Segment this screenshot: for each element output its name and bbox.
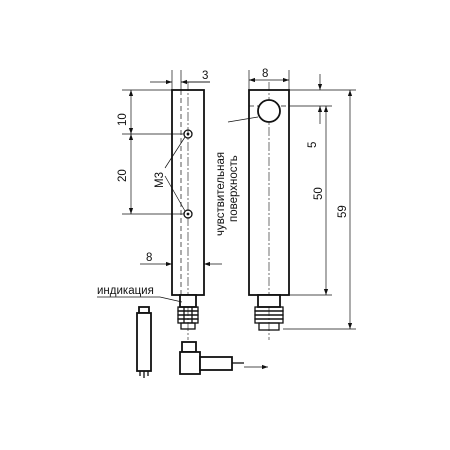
sensitive-surface-line2: поверхность (228, 155, 240, 222)
dim-8-bottom-label: 8 (146, 252, 152, 264)
thread-callout: M3 (154, 136, 186, 212)
dim-10-label: 10 (117, 113, 129, 126)
thread-label: M3 (154, 172, 166, 188)
dim-20: 20 (117, 134, 134, 214)
front-view: 8 5 50 59 (248, 68, 356, 340)
dim-59-label: 59 (337, 205, 349, 218)
indication-callout: индикация (97, 285, 183, 303)
angled-cable-connector (179, 341, 268, 375)
dim-3-label: 3 (202, 70, 208, 82)
dim-8-top: 8 (248, 68, 290, 90)
dim-5: 5 (307, 74, 323, 148)
dim-5-label: 5 (307, 142, 319, 148)
sensitive-surface-line1: чувствительная (215, 152, 227, 236)
dim-3: 3 (150, 70, 210, 90)
dim-10: 10 (117, 90, 134, 134)
straight-cable-connector (136, 306, 152, 378)
dim-8-bottom: 8 (140, 252, 222, 272)
dim-50-label: 50 (313, 187, 325, 200)
dim-8-top-label: 8 (262, 68, 268, 80)
sensitive-surface-callout: чувствительная поверхность (215, 116, 259, 236)
front-view-connector (254, 294, 284, 331)
dim-59: 59 (337, 90, 353, 329)
side-view: 3 10 20 M3 8 (97, 70, 222, 340)
indication-label: индикация (97, 285, 154, 297)
sensing-face (257, 99, 281, 123)
dim-50: 50 (313, 106, 329, 295)
side-view-connector (177, 294, 199, 330)
dim-20-label: 20 (117, 169, 129, 182)
